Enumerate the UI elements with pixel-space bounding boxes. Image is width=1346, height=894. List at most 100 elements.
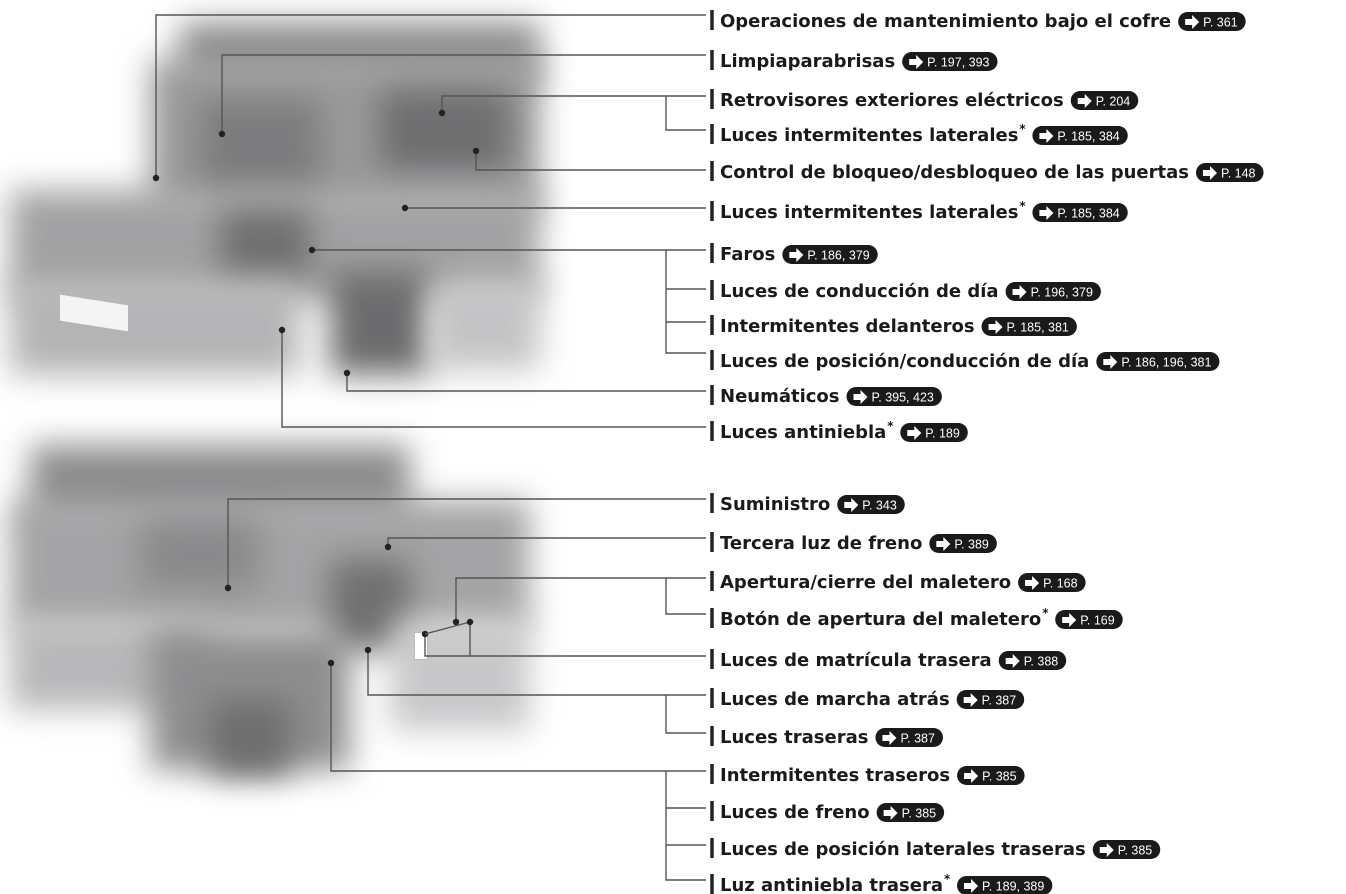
page-ref-pill <box>1092 840 1161 859</box>
front-callout-item: Operaciones de mantenimiento bajo el cof… <box>710 10 1246 32</box>
arrow-right-icon <box>1202 166 1217 180</box>
arrow-right-icon <box>1103 355 1118 369</box>
page-ref-badge: P. 186, 379 <box>782 245 878 264</box>
callout-label: Luces de posición laterales traseras <box>720 839 1086 860</box>
arrow-right-icon <box>907 426 922 440</box>
front-leader-dot <box>472 147 480 155</box>
callout-label: Luces intermitentes laterales <box>720 202 1018 223</box>
page-ref-text: P. 169 <box>1080 614 1115 628</box>
rear-leader-dot <box>384 543 392 551</box>
page-ref-text: P. 186, 379 <box>807 249 869 263</box>
arrow-right-icon <box>963 693 978 707</box>
front-leader-lines <box>152 14 706 428</box>
page-ref-text: P. 385 <box>902 807 937 821</box>
callout-label: Luces de freno <box>720 802 870 823</box>
page-ref-badge: P. 343 <box>837 495 905 514</box>
front-callout-item: Luces intermitentes laterales*P. 185, 38… <box>710 122 1128 146</box>
rear-callout-item: Luz antiniebla trasera*P. 189, 389 <box>710 872 1053 894</box>
rear-leader-line <box>424 621 471 656</box>
page-ref-pill <box>929 534 997 553</box>
page-ref-text: P. 186, 196, 381 <box>1121 356 1211 370</box>
page-ref-text: P. 148 <box>1221 167 1256 181</box>
rear-callout-item: Botón de apertura del maletero* P. 169 <box>710 606 1123 630</box>
arrow-right-icon <box>883 806 898 820</box>
front-leader-dot <box>152 174 160 182</box>
page-ref-text: P. 197, 393 <box>927 56 989 70</box>
page-ref-text: P. 361 <box>1203 16 1238 30</box>
front-leader-line <box>221 54 706 134</box>
page-ref-pill <box>900 423 968 442</box>
page-ref-text: P. 387 <box>900 732 935 746</box>
front-leader-dot <box>343 369 351 377</box>
front-leader-line <box>441 95 706 113</box>
callout-label: Luces de posición/conducción de día <box>720 351 1089 372</box>
front-leader-line <box>665 96 706 131</box>
page-ref-badge: P. 387 <box>956 690 1025 709</box>
callout-label: Neumáticos <box>720 386 840 407</box>
rear-leader-lines <box>224 498 706 881</box>
page-ref-pill <box>837 495 905 514</box>
page-ref-pill <box>1178 12 1246 31</box>
arrow-right-icon <box>1025 576 1040 590</box>
callout-label: Luces antiniebla <box>720 422 886 443</box>
rear-leader-dot <box>364 646 372 654</box>
rear-callout-item: Suministro P. 343 <box>710 493 905 515</box>
page-ref-pill <box>957 766 1025 785</box>
callout-label: Luz antiniebla trasera <box>720 875 943 894</box>
rear-leader-line <box>455 577 706 622</box>
arrow-right-icon <box>1012 285 1027 299</box>
rear-leader-line <box>665 771 706 881</box>
front-leader-line <box>665 250 706 354</box>
arrow-right-icon <box>853 390 868 404</box>
rear-leader-line <box>424 634 706 657</box>
page-ref-pill <box>957 876 1053 894</box>
rear-leader-line <box>330 663 706 772</box>
arrow-right-icon <box>988 320 1003 334</box>
front-leader-line <box>475 151 706 171</box>
page-ref-pill <box>1018 573 1086 592</box>
page-ref-badge: P. 185, 384 <box>1032 126 1128 145</box>
page-ref-text: P. 385 <box>982 770 1017 784</box>
front-callout-item: Luces de posición/conducción de día P. 18… <box>710 350 1220 372</box>
callout-label: Retrovisores exteriores eléctricos <box>720 90 1064 111</box>
front-callout-item: Faros P. 186, 379 <box>710 243 878 265</box>
page-ref-badge: P. 387 <box>875 728 943 747</box>
callout-label: Botón de apertura del maletero <box>720 609 1041 630</box>
callout-asterisk: * <box>887 419 894 433</box>
front-callouts: Operaciones de mantenimiento bajo el cof… <box>710 10 1264 443</box>
page-ref-pill <box>876 803 945 822</box>
rear-leader-dot <box>224 584 232 592</box>
rear-callout-item: Luces de freno P. 385 <box>710 801 945 823</box>
arrow-right-icon <box>1185 15 1200 29</box>
page-ref-text: P. 385 <box>1118 844 1153 858</box>
callout-label: Operaciones de mantenimiento bajo el cof… <box>720 11 1171 32</box>
page-ref-pill <box>782 245 878 264</box>
front-leader-dot <box>218 130 226 138</box>
callout-label: Luces de matrícula trasera <box>720 650 992 671</box>
callout-asterisk: * <box>1042 606 1049 620</box>
page-ref-badge: P. 389 <box>929 534 997 553</box>
rear-leader-line <box>665 578 706 615</box>
front-leader-dot <box>308 246 316 254</box>
page-ref-badge: P. 189, 389 <box>957 876 1053 894</box>
callout-label: Limpiaparabrisas <box>720 51 895 72</box>
front-leader-line <box>155 14 706 178</box>
rear-leader-line <box>227 498 706 588</box>
page-ref-pill <box>902 52 998 71</box>
page-ref-text: P. 185, 384 <box>1057 130 1119 144</box>
callout-label: Faros <box>720 244 775 265</box>
callout-asterisk: * <box>1019 199 1026 213</box>
page-ref-badge: P. 204 <box>1070 91 1139 110</box>
front-leader-dot <box>278 326 286 334</box>
page-ref-pill <box>1032 203 1128 222</box>
page-ref-pill <box>981 317 1077 336</box>
callout-label: Suministro <box>720 494 830 515</box>
